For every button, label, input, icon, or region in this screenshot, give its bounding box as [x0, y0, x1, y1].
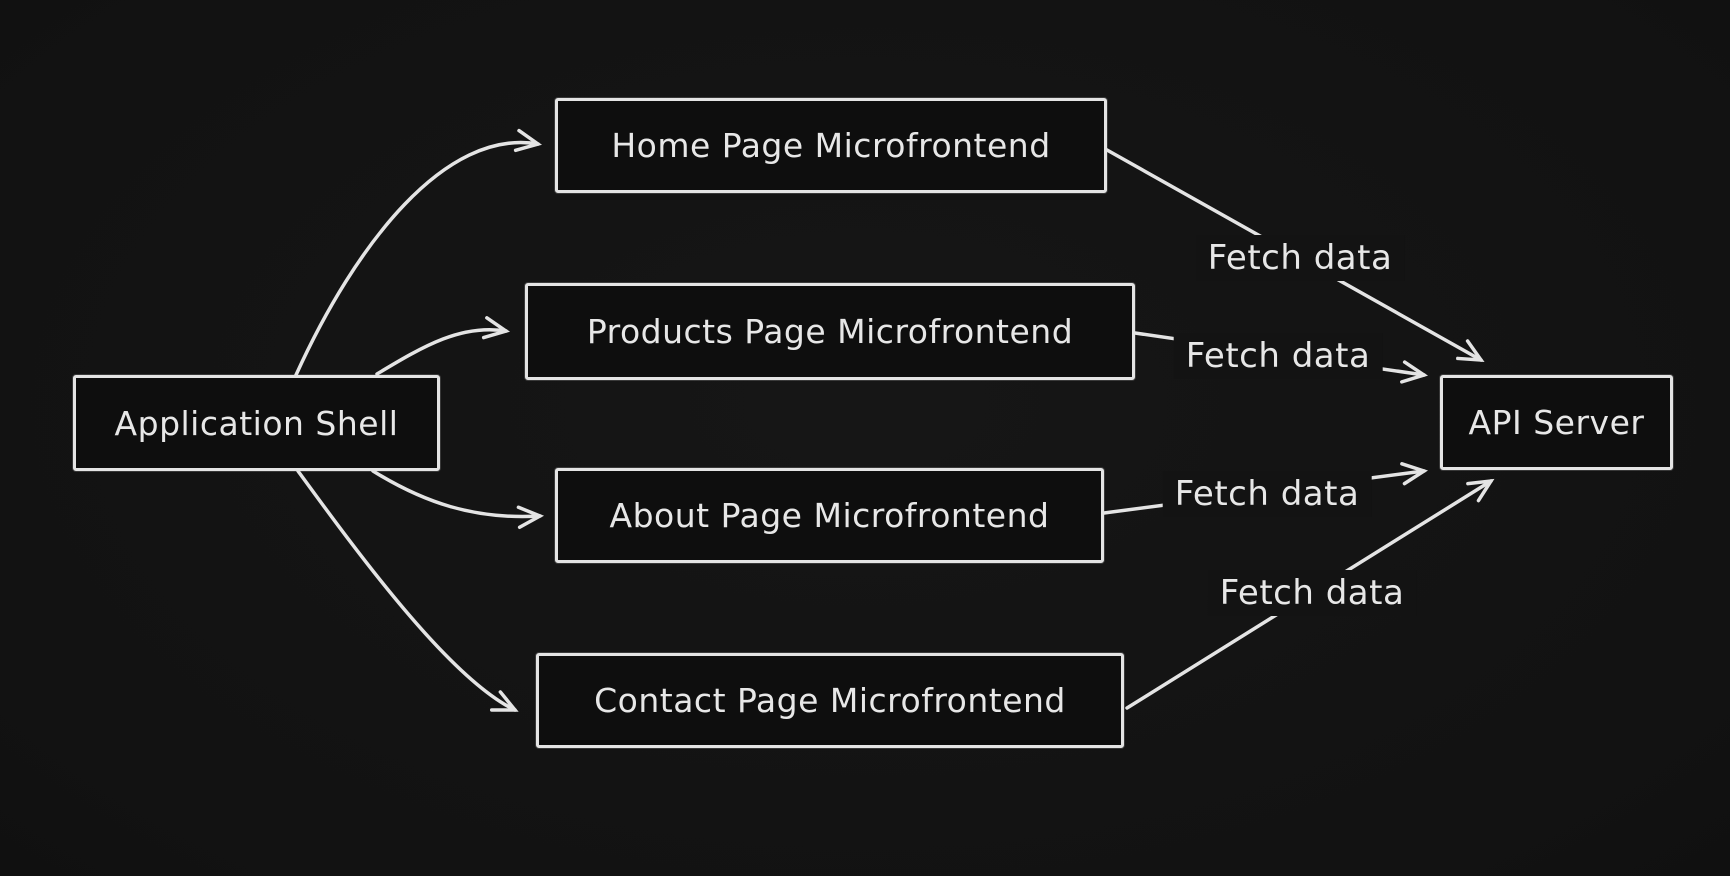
arrow-shell-to-contact — [296, 469, 515, 710]
node-products-page-microfrontend: Products Page Microfrontend — [525, 283, 1135, 380]
node-contact-page-microfrontend-label: Contact Page Microfrontend — [594, 681, 1066, 720]
node-about-page-microfrontend-label: About Page Microfrontend — [609, 496, 1050, 535]
node-about-page-microfrontend: About Page Microfrontend — [555, 468, 1104, 563]
node-api-server: API Server — [1440, 375, 1673, 470]
node-products-page-microfrontend-label: Products Page Microfrontend — [586, 312, 1074, 351]
node-application-shell-label: Application Shell — [114, 403, 399, 443]
edge-label-about-fetch-data: Fetch data — [1162, 471, 1372, 517]
node-home-page-microfrontend-label: Home Page Microfrontend — [611, 126, 1051, 165]
edge-label-contact-fetch-data: Fetch data — [1207, 570, 1417, 616]
node-api-server-label: API Server — [1468, 403, 1645, 442]
edge-label-products-fetch-data: Fetch data — [1173, 333, 1383, 379]
arrow-shell-to-products — [375, 330, 506, 376]
arrow-shell-to-home — [294, 143, 538, 377]
node-home-page-microfrontend: Home Page Microfrontend — [555, 98, 1107, 193]
arrow-shell-to-about — [371, 469, 540, 517]
node-contact-page-microfrontend: Contact Page Microfrontend — [536, 653, 1124, 748]
node-application-shell: Application Shell — [73, 375, 440, 471]
edge-label-home-fetch-data: Fetch data — [1195, 235, 1405, 281]
